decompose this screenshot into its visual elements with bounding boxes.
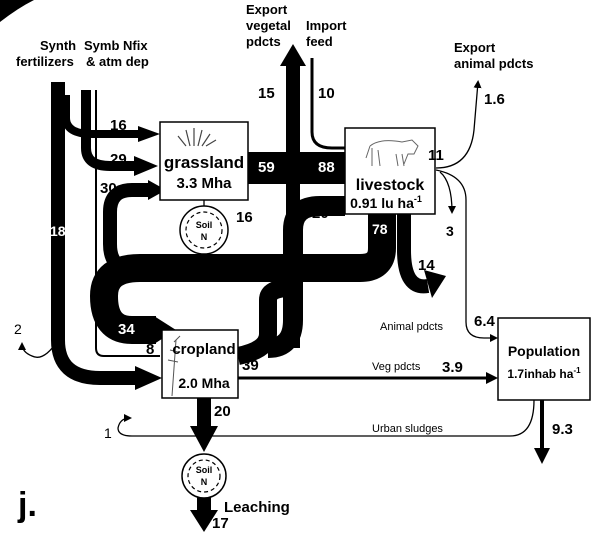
label-import-feed-1: Import (306, 18, 347, 33)
box-cropland: cropland 2.0 Mha (162, 330, 238, 398)
arrowhead-crop-soil (190, 426, 218, 452)
num-sludge-return: 1 (104, 425, 112, 441)
grassland-name: grassland (164, 153, 244, 172)
label-urban-sludges: Urban sludges (372, 423, 443, 435)
arrowhead-export-veg (280, 44, 306, 66)
num-manure-crop: 34 (118, 321, 135, 338)
label-export-veg-3: pdcts (246, 34, 281, 49)
livestock-value: 0.91 lu ha-1 (350, 194, 422, 211)
population-name: Population (508, 343, 580, 359)
corner-shape (0, 0, 34, 22)
soil-cropland-line2: N (201, 477, 208, 487)
arrowhead-synth-grass (138, 126, 160, 142)
num-nfix-grass: 29 (110, 151, 127, 168)
arrowhead-veg-pdcts (486, 372, 498, 384)
label-nfix-2: & atm dep (86, 54, 149, 69)
arrowhead-nfix-grass (134, 156, 158, 176)
source-labels: Synth fertilizers Symb Nfix & atm dep Ex… (16, 2, 533, 71)
box-grassland: grassland 3.3 Mha (160, 122, 248, 200)
grassland-value: 3.3 Mha (176, 175, 232, 192)
num-export-animal: 1.6 (484, 91, 505, 108)
num-leaching: 17 (212, 515, 229, 532)
livestock-value-main: 0.91 lu ha (350, 195, 414, 211)
flow-import-feed (312, 58, 345, 148)
label-synth-1: Synth (40, 38, 76, 53)
soil-grassland-line2: N (201, 232, 208, 242)
label-export-veg-2: vegetal (246, 18, 291, 33)
num-pop-out: 9.3 (552, 421, 573, 438)
livestock-value-sup: -1 (414, 194, 422, 204)
soil-cropland: Soil N (182, 454, 226, 498)
num-crop-soil: 20 (214, 403, 231, 420)
num-livestock-out: 11 (428, 147, 444, 164)
num-export-veg: 15 (258, 85, 275, 102)
num-crop-grass: 30 (100, 180, 117, 197)
flow-synth-to-grassland (66, 95, 140, 134)
label-animal-pdcts: Animal pdcts (380, 321, 443, 333)
label-import-feed-2: feed (306, 34, 333, 49)
line-livestock-loss (440, 172, 452, 212)
label-export-veg-1: Export (246, 2, 288, 17)
flow-manure (104, 214, 382, 330)
num-import-feed: 88 (318, 159, 335, 176)
label-export-animal-2: animal pdcts (454, 56, 533, 71)
soil-grassland: Soil N (180, 206, 228, 254)
population-value-main: 1.7inhab ha (507, 367, 573, 381)
label-export-animal-1: Export (454, 40, 496, 55)
line-urban-sludges (118, 400, 534, 436)
num-grass-livestock: 59 (258, 159, 275, 176)
num-crop-pop: 39 (242, 357, 259, 374)
label-veg-pdcts: Veg pdcts (372, 361, 421, 373)
cropland-value: 2.0 Mha (178, 375, 230, 391)
soil-grassland-line1: Soil (196, 220, 213, 230)
num-livestock-loss: 3 (446, 223, 454, 239)
box-population: Population 1.7inhab ha-1 (498, 318, 590, 400)
num-manure: 78 (372, 221, 388, 237)
num-synth-crop: 18 (50, 223, 66, 239)
num-nfix-crop: 8 (146, 341, 154, 358)
label-synth-2: fertilizers (16, 54, 74, 69)
num-animal-pdcts: 6.4 (474, 313, 496, 330)
num-crop-livestock: 20 (312, 205, 329, 222)
label-leaching: Leaching (224, 499, 290, 516)
flows (58, 58, 542, 514)
soil-cropland-line1: Soil (196, 465, 213, 475)
panel-label: j. (17, 486, 37, 524)
num-veg-pdcts: 3.9 (442, 359, 463, 376)
num-grass-soil: 16 (236, 209, 253, 226)
flow-manure-loss (404, 214, 428, 286)
livestock-name: livestock (356, 177, 425, 194)
num-synth-grass: 16 (110, 117, 127, 134)
arrowhead-pop-out (534, 448, 550, 464)
arrowhead-synth-crop (135, 366, 162, 390)
num-left-loss: 2 (14, 321, 22, 337)
num-manure-loss: 14 (418, 257, 435, 274)
label-nfix-1: Symb Nfix (84, 38, 148, 53)
population-value-sup: -1 (573, 366, 581, 375)
population-value: 1.7inhab ha-1 (507, 366, 581, 381)
box-livestock: livestock 0.91 lu ha-1 (345, 128, 435, 214)
cropland-name: cropland (172, 341, 235, 358)
num-import-feed-top: 10 (318, 85, 335, 102)
